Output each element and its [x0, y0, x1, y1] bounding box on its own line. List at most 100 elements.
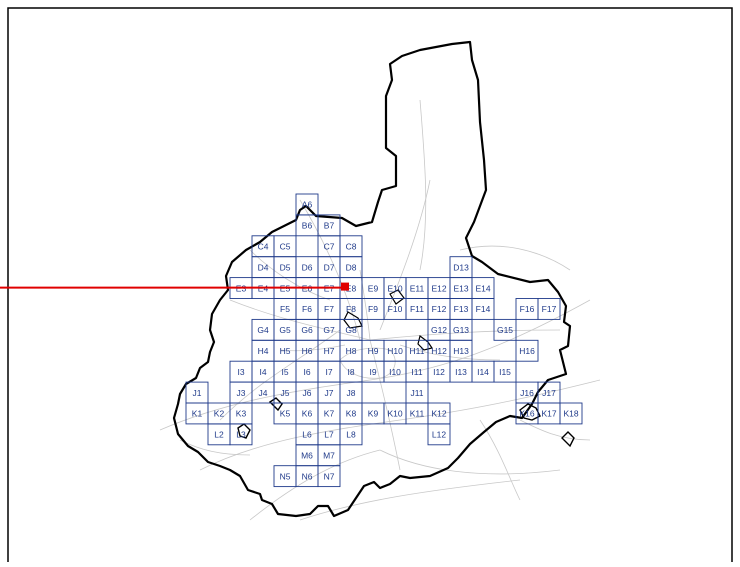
- grid-cell-k11[interactable]: K11: [405, 402, 429, 425]
- grid-cell-f13[interactable]: F13: [449, 298, 473, 320]
- grid-cell-label: H8: [346, 346, 357, 356]
- grid-cell-i4[interactable]: I4: [251, 360, 275, 383]
- grid-cell-f6[interactable]: F6: [295, 298, 319, 320]
- grid-cell-j8[interactable]: J8: [339, 381, 363, 404]
- grid-cell-m7[interactable]: M7: [317, 444, 341, 467]
- grid-cell-f14[interactable]: F14: [471, 298, 495, 320]
- grid-cell-i12[interactable]: I12: [427, 360, 451, 383]
- grid-cell-i14[interactable]: I14: [471, 360, 495, 383]
- grid-cell-label: F5: [280, 304, 290, 314]
- grid-cell-j17[interactable]: J17: [537, 381, 561, 404]
- grid-cell-k18[interactable]: K18: [559, 402, 583, 425]
- grid-cell-label: L7: [324, 430, 334, 440]
- grid-cell-l6[interactable]: L6: [295, 423, 319, 446]
- grid-cell-label: K7: [324, 409, 335, 419]
- grid-cell-d6[interactable]: D6: [295, 256, 319, 279]
- grid-cell-i11[interactable]: I11: [405, 360, 429, 383]
- grid-cell-g15[interactable]: G15: [493, 318, 517, 341]
- grid-cell-label: L8: [346, 430, 356, 440]
- grid-cell-i8[interactable]: I8: [339, 360, 363, 383]
- grid-cell-k5[interactable]: K5: [273, 402, 297, 425]
- grid-cell-h9[interactable]: H9: [361, 339, 385, 362]
- grid-cell-g5[interactable]: G5: [273, 318, 297, 341]
- grid-cell-e13[interactable]: E13: [449, 277, 473, 299]
- enclave: [519, 403, 541, 421]
- grid-cell-i5[interactable]: I5: [273, 360, 297, 383]
- grid-cell-j6[interactable]: J6: [295, 381, 319, 404]
- grid-cell-k8[interactable]: K8: [339, 402, 363, 425]
- grid-cell-box: [427, 423, 451, 446]
- grid-cell-k6[interactable]: K6: [295, 402, 319, 425]
- grid-cell-h8[interactable]: H8: [339, 339, 363, 362]
- grid-cell-label: I9: [369, 367, 376, 377]
- grid-cell-label: N5: [280, 471, 291, 481]
- grid-cell-j11[interactable]: J11: [405, 381, 429, 404]
- grid-cell-box: [537, 298, 561, 320]
- enclave: [237, 423, 251, 439]
- grid-cell-label: H4: [258, 346, 269, 356]
- grid-cell-h11[interactable]: H11: [405, 339, 429, 362]
- grid-cell-label: F7: [324, 304, 334, 314]
- grid-cell-e11[interactable]: E11: [405, 277, 429, 299]
- grid-cell-l8[interactable]: L8: [339, 423, 363, 446]
- grid-cell-h12[interactable]: H12: [427, 339, 451, 362]
- grid-cell-label: D4: [258, 262, 269, 272]
- grid-cell-f17[interactable]: F17: [537, 298, 561, 320]
- grid-cell-label: L12: [432, 430, 446, 440]
- grid-cell-e14[interactable]: E14: [471, 277, 495, 299]
- grid-cell-l7[interactable]: L7: [317, 423, 341, 446]
- grid-cell-label: K12: [431, 409, 446, 419]
- grid-cell-n7[interactable]: N7: [317, 465, 341, 488]
- grid-cell-k16[interactable]: K16: [515, 402, 539, 425]
- grid-cell-label: I11: [411, 367, 422, 377]
- grid-cell-label: I5: [281, 367, 288, 377]
- grid-cell-j1[interactable]: J1: [185, 381, 209, 404]
- grid-cell-i9[interactable]: I9: [361, 360, 385, 383]
- grid-cell-k7[interactable]: K7: [317, 402, 341, 425]
- grid-cell-d13[interactable]: D13: [449, 256, 473, 279]
- grid-cell-k17[interactable]: K17: [537, 402, 561, 425]
- grid-cell-g4[interactable]: G4: [251, 318, 275, 341]
- grid-cell-label: H6: [302, 346, 313, 356]
- grid-cell-d4[interactable]: D4: [251, 256, 275, 279]
- grid-cell-i3[interactable]: I3: [229, 360, 253, 383]
- grid-cell-d8[interactable]: D8: [339, 256, 363, 279]
- grid-cell-h16[interactable]: H16: [515, 339, 539, 362]
- grid-cell-c8[interactable]: C8: [339, 235, 363, 258]
- grid-cell-label: C5: [280, 241, 291, 251]
- grid-cell-n5[interactable]: N5: [273, 465, 297, 488]
- grid-cell-m6[interactable]: M6: [295, 444, 319, 467]
- grid-cell-label: L6: [302, 430, 312, 440]
- grid-cell-e12[interactable]: E12: [427, 277, 451, 299]
- grid-cell-k12[interactable]: K12: [427, 402, 451, 425]
- grid-cell-f16[interactable]: F16: [515, 298, 539, 320]
- grid-cell-g7[interactable]: G7: [317, 318, 341, 341]
- grid-cell-l2[interactable]: L2: [207, 423, 231, 446]
- grid-cell-f12[interactable]: F12: [427, 298, 451, 320]
- grid-cell-k9[interactable]: K9: [361, 402, 385, 425]
- grid-cell-l3[interactable]: L3: [229, 423, 253, 446]
- grid-cell-c5[interactable]: C5: [273, 235, 297, 258]
- grid-cell-f7[interactable]: F7: [317, 298, 341, 320]
- grid-cell-f8[interactable]: F8: [339, 298, 363, 320]
- grid-cell-i7[interactable]: I7: [317, 360, 341, 383]
- grid-cell-e9[interactable]: E9: [361, 277, 385, 299]
- grid-cell-label: I7: [325, 367, 332, 377]
- grid-cell-j3[interactable]: J3: [229, 381, 253, 404]
- grid-cell-label: C4: [258, 241, 269, 251]
- grid-cell-l12[interactable]: L12: [427, 423, 451, 446]
- grid-cell-f11[interactable]: F11: [405, 298, 429, 320]
- grid-cell-g13[interactable]: G13: [449, 318, 473, 341]
- grid-cell-k3[interactable]: K3: [229, 402, 253, 425]
- grid-cell-label: D13: [453, 262, 469, 272]
- grid-cell-i15[interactable]: I15: [493, 360, 517, 383]
- grid-cell-i6[interactable]: I6: [295, 360, 319, 383]
- grid-cell-label: J7: [325, 388, 334, 398]
- grid-cell-i13[interactable]: I13: [449, 360, 473, 383]
- grid-cell-label: E11: [410, 283, 425, 293]
- grid-cell-d5[interactable]: D5: [273, 256, 297, 279]
- grid-cell-g12[interactable]: G12: [427, 318, 451, 341]
- grid-cell-h4[interactable]: H4: [251, 339, 275, 362]
- grid-cell-d7[interactable]: D7: [317, 256, 341, 279]
